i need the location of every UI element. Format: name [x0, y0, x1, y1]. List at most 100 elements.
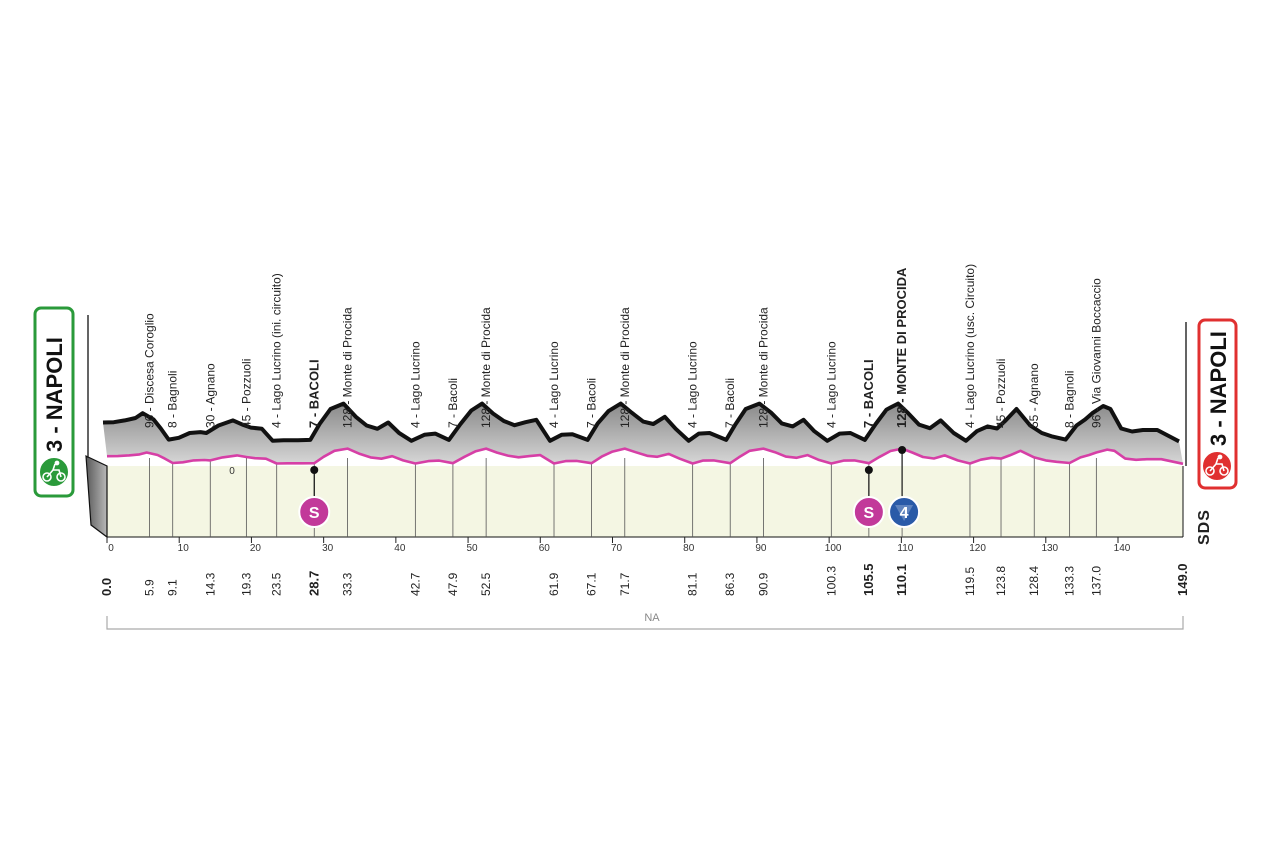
waypoint-label: 4 - Lago Lucrino [547, 341, 561, 428]
distance-label: 28.7 [306, 571, 321, 596]
zero-marker: 0 [229, 466, 235, 477]
sds-logo: SDS [1196, 509, 1213, 545]
distance-label: 128.4 [1027, 566, 1041, 596]
waypoint-label: 30 - Agnano [203, 363, 217, 428]
x-axis-tick-label: 80 [683, 543, 695, 554]
waypoint-label: 128 - Monte di Procida [340, 307, 354, 428]
distance-label: 86.3 [723, 572, 737, 596]
waypoint-label: 55 - Agnano [1027, 363, 1041, 428]
distance-label: 71.7 [618, 572, 632, 596]
x-axis-tick-label: 140 [1114, 543, 1131, 554]
x-axis-tick-label: 120 [969, 543, 986, 554]
waypoint-label: 96 - Via Giovanni Boccaccio [1089, 278, 1103, 428]
waypoint-label: 96 - Discesa Coroglio [143, 313, 157, 428]
waypoint-label: 7 - BACOLI [861, 359, 876, 428]
distance-label: 0.0 [99, 578, 114, 596]
start-marker: 3 - NAPOLI [33, 306, 89, 498]
distance-label: 67.1 [585, 572, 599, 596]
x-axis-tick-label: 100 [825, 543, 842, 554]
waypoint-label: 8 - Bagnoli [166, 371, 180, 428]
x-axis-tick-label: 20 [250, 543, 262, 554]
region-bracket: NA [106, 612, 1184, 630]
distance-label: 19.3 [239, 572, 253, 596]
profile-base-side [85, 455, 108, 539]
waypoint-label: 45 - Pozzuoli [994, 359, 1008, 428]
waypoint-label: 4 - Lago Lucrino (usc. Circuito) [963, 264, 977, 428]
start-city: 3 - NAPOLI [42, 337, 67, 452]
distance-label: 149.0 [1175, 563, 1190, 596]
waypoint-label: 8 - Bagnoli [1063, 371, 1077, 428]
finish-marker: 3 - NAPOLI [1185, 318, 1238, 490]
distance-label: 14.3 [203, 572, 217, 596]
x-axis-tick-label: 130 [1041, 543, 1058, 554]
distance-label: 23.5 [270, 572, 284, 596]
x-axis-tick-label: 0 [108, 543, 114, 554]
distance-label: 100.3 [824, 566, 838, 596]
markers: S S 4 [298, 446, 921, 528]
elevation-line [102, 401, 1180, 444]
x-axis-tick-label: 40 [394, 543, 406, 554]
profile-base [107, 466, 1183, 537]
distance-labels: 5.9 9.1 14.3 19.3 23.5 28.7 33.3 42.7 47.9 52.5 61… [99, 563, 1190, 596]
sprint-marker-symbol: S [309, 505, 320, 522]
finish-badge [1197, 318, 1238, 490]
sprint-marker-dot [864, 466, 873, 474]
waypoint-label: 128 - MONTE DI PROCIDA [894, 267, 909, 428]
region-label: NA [644, 612, 660, 624]
waypoint-label: 7 - Bacoli [585, 378, 599, 428]
x-axis-tick-label: 10 [178, 543, 190, 554]
distance-label: 81.1 [686, 572, 700, 596]
waypoint-label: 7 - Bacoli [723, 378, 737, 428]
waypoint-label: 128 - Monte di Procida [479, 307, 493, 428]
x-axis: 0 10 20 30 40 50 60 70 80 90 100 110 120 130 140 [106, 537, 1131, 554]
elevation-front-line [106, 447, 1184, 466]
climb-marker-dot [898, 446, 907, 454]
distance-label: 105.5 [861, 563, 876, 596]
start-icon [38, 456, 70, 488]
distance-label: 47.9 [446, 572, 460, 596]
x-axis-tick-label: 70 [611, 543, 623, 554]
climb-category-icon [888, 496, 921, 528]
region-bracket-line [106, 616, 1184, 630]
start-badge [33, 306, 75, 498]
waypoint-label: 4 - Lago Lucrino [824, 341, 838, 428]
cyclist-icon [42, 460, 66, 482]
distance-label: 90.9 [756, 572, 770, 596]
finish-icon [1201, 450, 1233, 482]
distance-label: 133.3 [1063, 566, 1077, 596]
climb-marker-symbol: 4 [900, 505, 909, 522]
distance-label: 119.5 [963, 567, 977, 596]
waypoint-label: 4 - Lago Lucrino [686, 341, 700, 428]
x-axis-tick-label: 30 [322, 543, 334, 554]
finish-city: 3 - NAPOLI [1206, 331, 1231, 446]
climb-triangle [895, 505, 914, 521]
distance-label: 33.3 [340, 572, 354, 596]
x-axis-tick-label: 60 [539, 543, 551, 554]
waypoint-label: 4 - Lago Lucrino (ini. circuito) [270, 273, 284, 428]
waypoint-label: 4 - Lago Lucrino [408, 341, 422, 428]
waypoint-label: 45 - Pozzuoli [239, 359, 253, 428]
sprint-marker-symbol: S [864, 505, 875, 522]
cyclist-icon [1205, 454, 1229, 476]
sprint-icon [298, 496, 331, 528]
x-axis-tick-label: 50 [467, 543, 479, 554]
distance-label: 52.5 [479, 572, 493, 596]
distance-label: 42.7 [408, 572, 422, 596]
waypoint-label: 128 - Monte di Procida [756, 307, 770, 428]
waypoint-lines [149, 458, 1097, 537]
distance-label: 61.9 [547, 572, 561, 596]
waypoint-labels: 96 - Discesa Coroglio 8 - Bagnoli 30 - Agn… [143, 264, 1104, 428]
x-axis-tick-label: 90 [755, 543, 767, 554]
waypoint-label: 128 - Monte di Procida [618, 307, 632, 428]
distance-label: 9.1 [166, 579, 180, 596]
distance-label: 110.1 [894, 564, 909, 596]
x-axis-tick-label: 110 [897, 543, 913, 554]
distance-label: 5.9 [143, 579, 157, 596]
waypoint-label: 7 - Bacoli [446, 378, 460, 428]
sprint-marker-dot [310, 466, 319, 474]
distance-label: 123.8 [994, 566, 1008, 596]
waypoint-label: 7 - BACOLI [306, 359, 321, 428]
distance-label: 137.0 [1089, 566, 1103, 596]
sprint-icon [852, 496, 885, 528]
